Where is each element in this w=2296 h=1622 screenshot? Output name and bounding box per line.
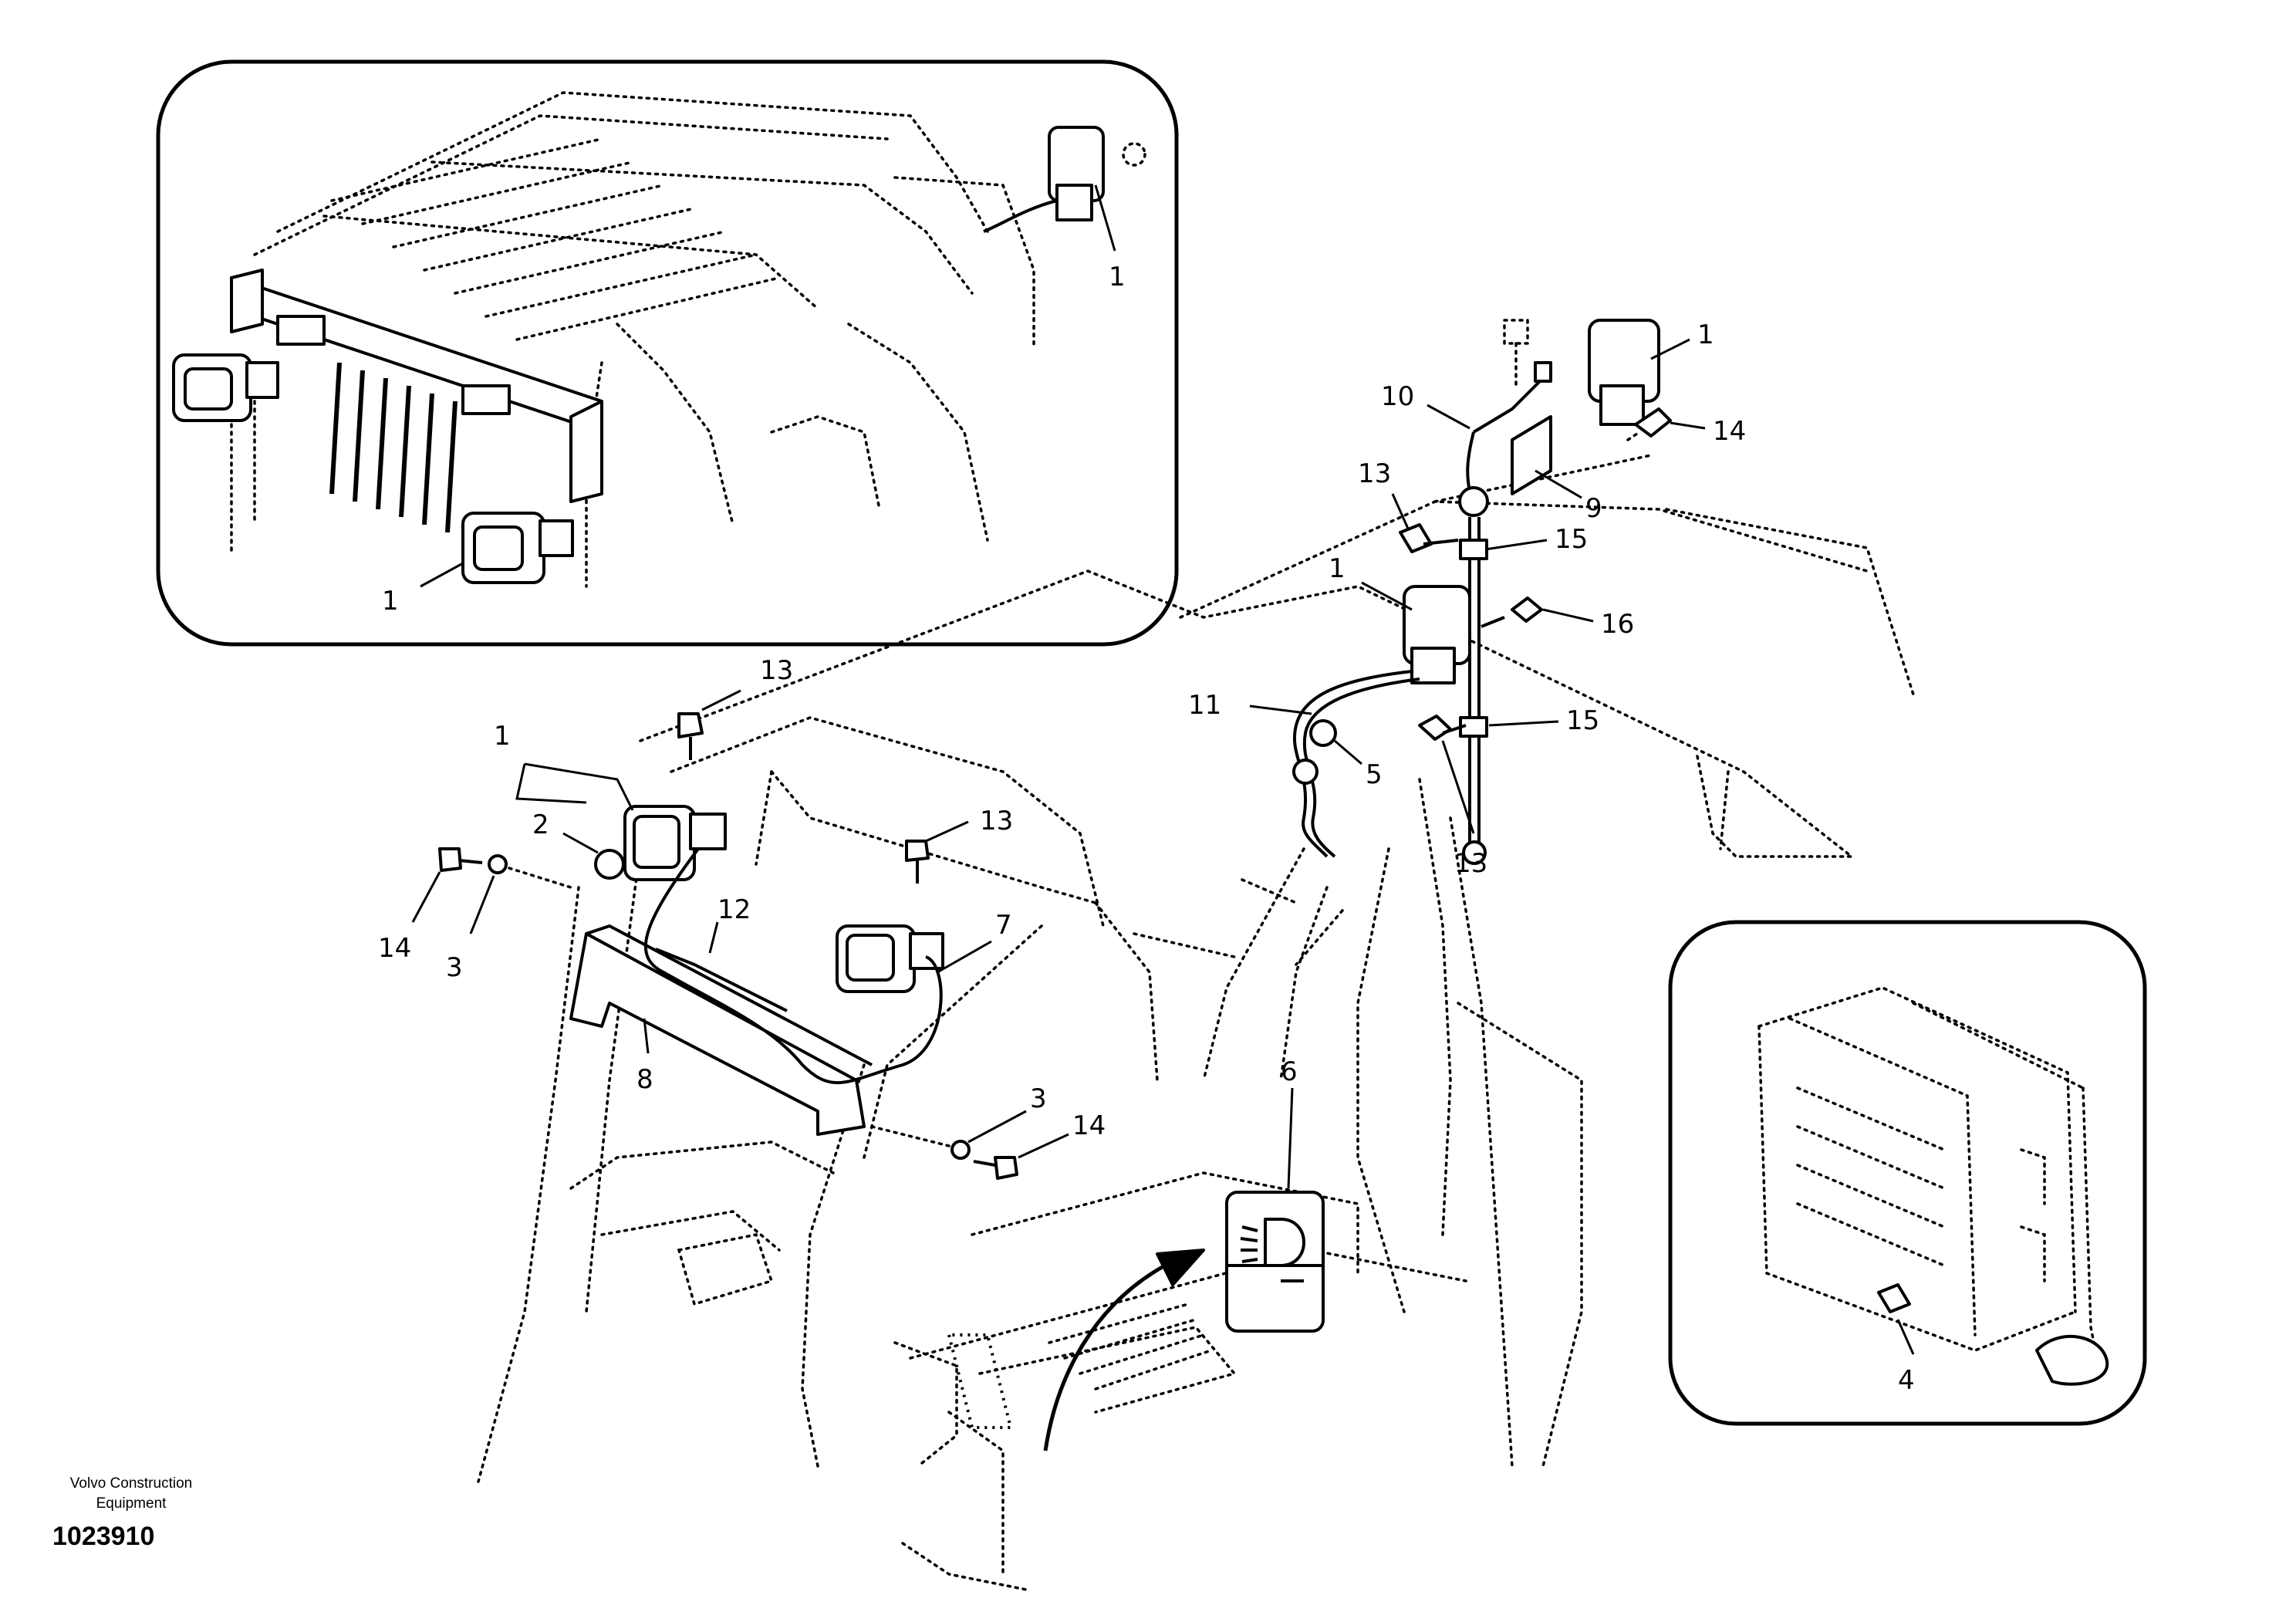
- callout-13: 13: [1358, 458, 1391, 489]
- work-lamp-upper-right: [1588, 319, 1660, 426]
- callout-1: 1: [1697, 319, 1714, 350]
- callout-14: 14: [1713, 416, 1746, 447]
- light-switch: [1043, 1191, 1325, 1451]
- callout-11: 11: [1188, 690, 1221, 721]
- callout-1: 1: [494, 721, 511, 752]
- work-lamp-center: [836, 924, 944, 993]
- inset-top-left: 1 1: [156, 59, 1179, 647]
- figure-number: 1023910: [52, 1522, 155, 1551]
- callout-7: 7: [995, 910, 1012, 941]
- callout-12: 12: [718, 894, 751, 925]
- left-lamp-assembly: [438, 712, 1018, 1180]
- callout-1: 1: [1109, 262, 1126, 292]
- callout-14: 14: [378, 933, 411, 964]
- callout-5: 5: [1366, 759, 1383, 790]
- callout-6: 6: [1281, 1056, 1298, 1087]
- work-lamp-left: [623, 805, 727, 881]
- callout-2: 2: [532, 809, 549, 840]
- callout-1: 1: [382, 586, 399, 617]
- callout-15: 15: [1555, 524, 1588, 555]
- callout-9: 9: [1585, 493, 1602, 524]
- callout-15: 15: [1566, 705, 1599, 736]
- callout-10: 10: [1381, 381, 1414, 412]
- callout-13: 13: [980, 806, 1013, 836]
- work-lamp-inset-left: [172, 353, 279, 422]
- callout-8: 8: [636, 1064, 653, 1095]
- callout-13: 13: [760, 655, 793, 686]
- company-name-line1: Volvo Construction: [69, 1475, 193, 1492]
- callout-16: 16: [1601, 609, 1634, 640]
- callout-1: 1: [1329, 553, 1346, 584]
- work-lamp-inset-right: [983, 126, 1105, 233]
- company-name-line2: Equipment: [96, 1495, 167, 1512]
- callout-13: 13: [1454, 848, 1487, 879]
- work-light-icon: [1240, 1218, 1305, 1282]
- callout-4: 4: [1898, 1365, 1915, 1396]
- callout-3: 3: [1030, 1083, 1047, 1114]
- inset-right: 4: [1668, 920, 2147, 1426]
- callout-14: 14: [1072, 1110, 1106, 1141]
- work-lamp-inset-lower: [461, 512, 574, 584]
- callout-3: 3: [446, 952, 463, 983]
- right-lamp-assembly: [1292, 319, 1672, 865]
- work-lamp-middle: [1403, 585, 1471, 684]
- callouts: 1 14 10 9 13 15 1 16 11 15 5 13: [378, 319, 1746, 1189]
